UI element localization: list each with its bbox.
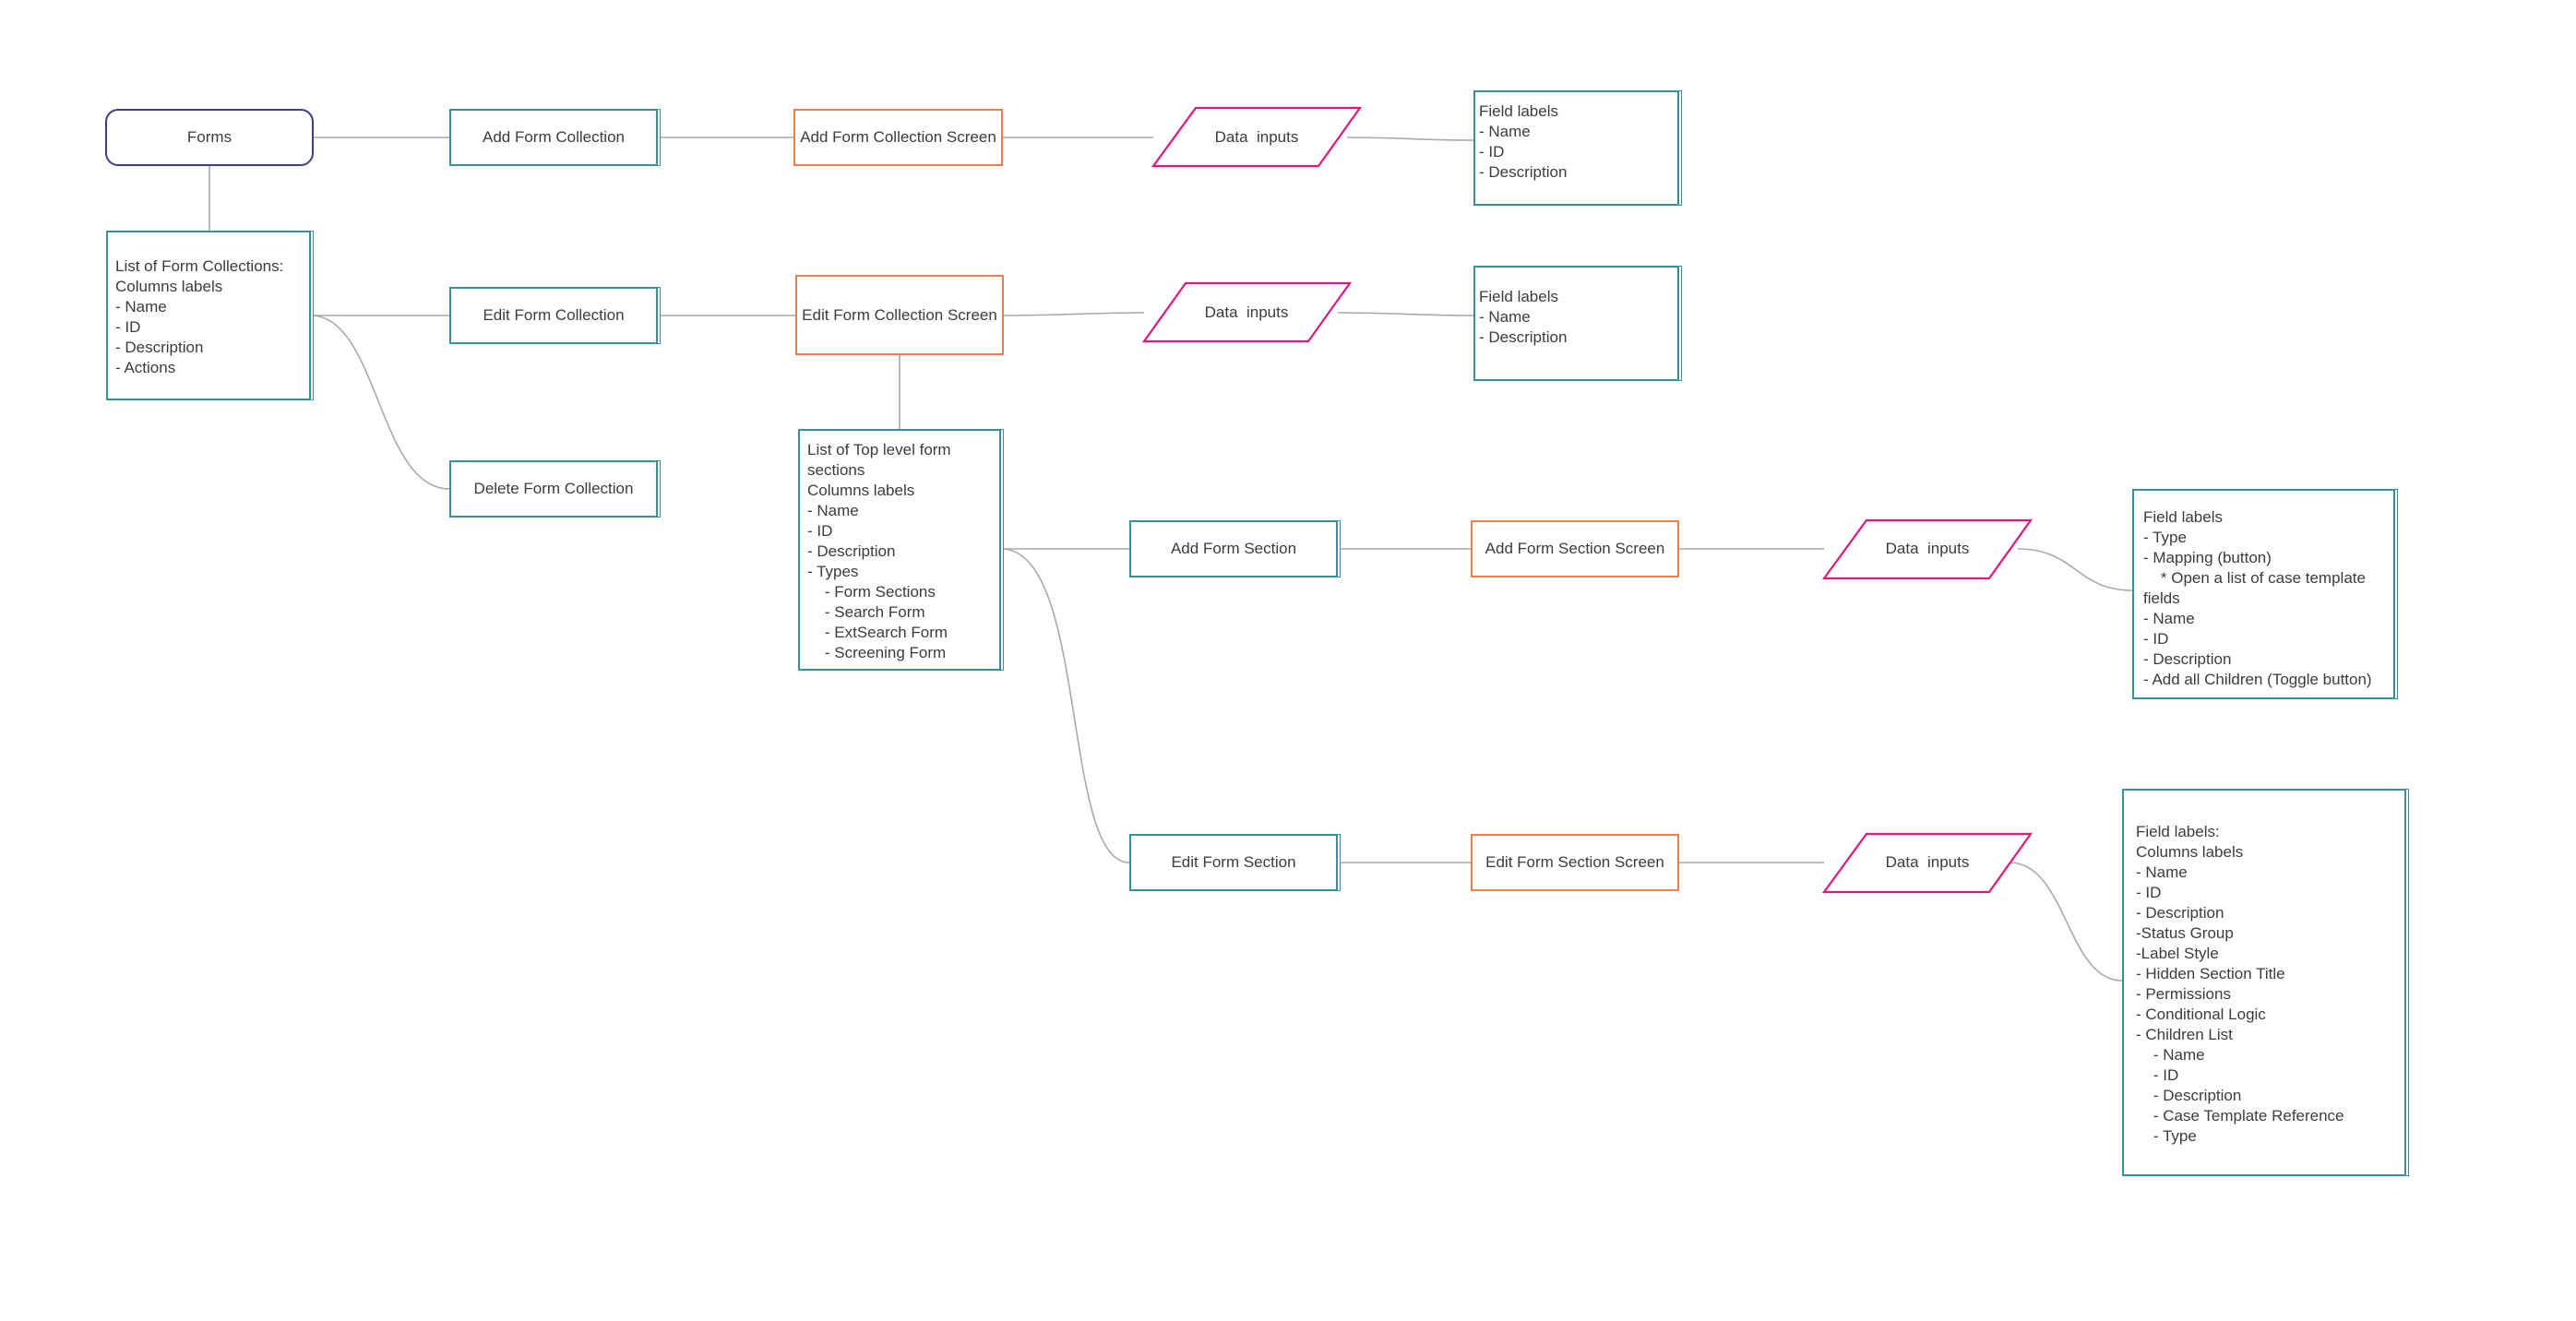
list-line: - ID xyxy=(115,318,141,336)
list-line: -Label Style xyxy=(2136,945,2219,962)
list-line: - Screening Form xyxy=(807,644,947,661)
list-line: Columns labels xyxy=(807,482,915,499)
list-line: - Description xyxy=(115,339,204,356)
list-line: fields xyxy=(2143,589,2180,607)
list-line: - ID xyxy=(2136,1066,2179,1084)
connector-data-inputs-to-add-section-fields xyxy=(2017,548,2133,591)
edit-form-collection-node[interactable]: Edit Form Collection xyxy=(449,287,658,344)
list-line: - Description xyxy=(2136,904,2224,922)
list-line: Field labels xyxy=(2143,508,2223,526)
add-form-section-node[interactable]: Add Form Section xyxy=(1129,520,1338,577)
connector-data-inputs-to-edit-section-fields xyxy=(2009,862,2123,982)
list-line: -Status Group xyxy=(2136,924,2234,942)
list-line: Columns labels xyxy=(2136,843,2244,861)
list-line: Field labels: xyxy=(2136,823,2220,840)
connector-sections-list-to-edit-section xyxy=(1000,548,1130,863)
connector-data-inputs-to-add-fields xyxy=(1346,137,1474,141)
data-inputs-label: Data inputs xyxy=(1204,303,1289,321)
list-line: - Description xyxy=(1479,163,1568,181)
list-line: - Name xyxy=(2143,610,2195,627)
add-collection-field-labels-list: Field labels - Name - ID - Description xyxy=(1473,90,1679,206)
list-line: - Name xyxy=(2136,1046,2205,1064)
add-form-section-screen-label: Add Form Section Screen xyxy=(1485,540,1665,557)
edit-form-collection-screen-node[interactable]: Edit Form Collection Screen xyxy=(795,275,1004,355)
list-line: List of Form Collections: xyxy=(115,257,284,275)
edit-form-collection-label: Edit Form Collection xyxy=(483,306,625,324)
data-inputs-shape xyxy=(1141,281,1353,343)
list-line: - Conditional Logic xyxy=(2136,1006,2266,1023)
list-line: - ID xyxy=(2136,884,2162,901)
data-inputs-shape xyxy=(1151,106,1363,168)
list-line: - Case Template Reference xyxy=(2136,1107,2344,1125)
list-line: - ID xyxy=(2143,630,2169,648)
list-line: List of Top level form xyxy=(807,441,951,458)
list-line: - Name xyxy=(1479,308,1531,326)
add-form-collection-screen-node[interactable]: Add Form Collection Screen xyxy=(793,109,1003,166)
list-line: - Search Form xyxy=(807,603,925,621)
edit-form-section-screen-node[interactable]: Edit Form Section Screen xyxy=(1471,834,1679,891)
edit-form-section-screen-label: Edit Form Section Screen xyxy=(1485,853,1664,871)
forms-label: Forms xyxy=(186,128,233,146)
list-line: - Actions xyxy=(115,359,176,376)
data-inputs-label: Data inputs xyxy=(1214,128,1299,146)
delete-form-collection-node[interactable]: Delete Form Collection xyxy=(449,460,658,518)
list-line: - Description xyxy=(807,542,896,560)
add-form-collection-node[interactable]: Add Form Collection xyxy=(449,109,658,166)
add-form-collection-label: Add Form Collection xyxy=(482,128,625,146)
add-section-field-labels-list: Field labels - Type - Mapping (button) * O… xyxy=(2132,489,2395,699)
list-line: - Description xyxy=(2136,1087,2242,1104)
edit-form-collection-screen-label: Edit Form Collection Screen xyxy=(802,305,997,324)
data-inputs-shape xyxy=(1821,832,2033,894)
list-line: - Description xyxy=(1479,328,1568,346)
add-form-collection-screen-label: Add Form Collection Screen xyxy=(800,128,996,146)
delete-form-collection-label: Delete Form Collection xyxy=(473,480,634,497)
list-line: - Type xyxy=(2143,529,2187,546)
list-line: - Name xyxy=(2136,863,2188,881)
list-line: - ExtSearch Form xyxy=(807,624,948,641)
edit-form-section-label: Edit Form Section xyxy=(1171,853,1296,871)
forms-node[interactable]: Forms xyxy=(105,109,314,166)
list-line: - Type xyxy=(2136,1127,2197,1145)
data-inputs-label: Data inputs xyxy=(1885,853,1970,871)
connector-edit-screen-to-data-inputs xyxy=(1002,312,1145,316)
list-line: - ID xyxy=(1479,143,1505,161)
edit-section-field-labels-list: Field labels: Columns labels - Name - ID - D… xyxy=(2122,789,2406,1176)
edit-collection-field-labels-list: Field labels - Name - Description xyxy=(1473,266,1679,381)
data-inputs-label: Data inputs xyxy=(1885,540,1970,557)
list-line: - Children List xyxy=(2136,1026,2233,1043)
add-form-section-label: Add Form Section xyxy=(1170,540,1297,557)
list-line: - Mapping (button) xyxy=(2143,549,2272,566)
add-form-section-screen-node[interactable]: Add Form Section Screen xyxy=(1471,520,1679,577)
data-inputs-shape xyxy=(1821,518,2033,580)
list-line: - Name xyxy=(115,298,167,315)
list-line: - ID xyxy=(807,522,833,540)
connector-data-inputs-to-edit-fields xyxy=(1337,312,1474,316)
list-line: - Form Sections xyxy=(807,583,936,601)
form-collections-list: List of Form Collections: Columns labels -… xyxy=(106,231,311,400)
edit-form-section-node[interactable]: Edit Form Section xyxy=(1129,834,1338,891)
list-line: * Open a list of case template xyxy=(2143,569,2366,587)
list-line: sections xyxy=(807,461,865,479)
connector-collection-list-to-delete xyxy=(310,315,450,490)
list-line: - Hidden Section Title xyxy=(2136,965,2285,982)
list-line: - Name xyxy=(1479,123,1531,140)
list-line: - Description xyxy=(2143,650,2232,668)
list-line: Field labels xyxy=(1479,288,1558,305)
list-line: Field labels xyxy=(1479,102,1558,120)
list-line: - Types xyxy=(807,563,859,580)
list-line: - Name xyxy=(807,502,859,519)
list-line: Columns labels xyxy=(115,278,223,295)
list-line: - Permissions xyxy=(2136,985,2231,1003)
list-line: - Add all Children (Toggle button) xyxy=(2143,671,2372,688)
